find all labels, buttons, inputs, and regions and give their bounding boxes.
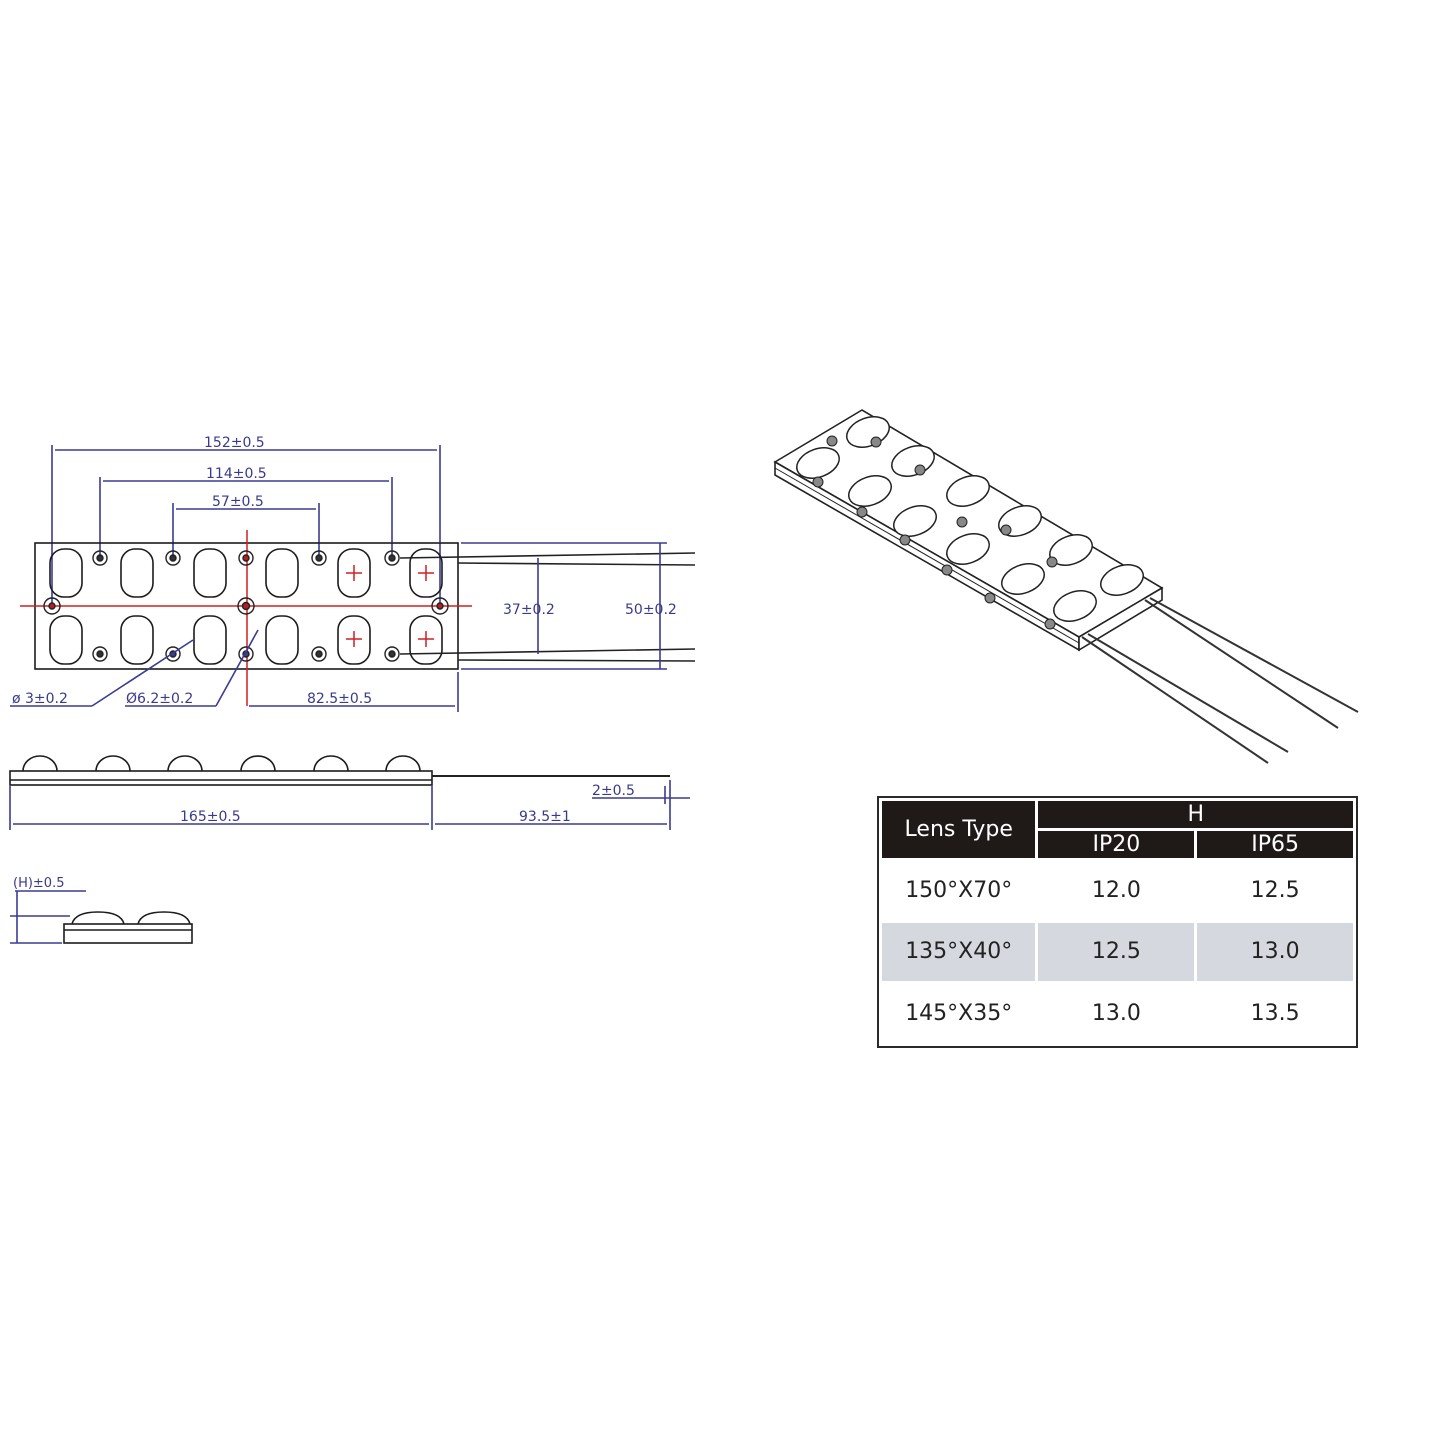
dim-93-5: 93.5±1 <box>519 809 571 825</box>
wires-isometric <box>1081 597 1359 764</box>
header-ip20: IP20 <box>1038 831 1195 858</box>
ip20-cell: 13.0 <box>1091 1001 1141 1027</box>
ip65-cell: 12.5 <box>1250 877 1300 903</box>
ip65-cell: 13.0 <box>1197 922 1353 982</box>
table-row: 150°X70° 12.0 12.5 <box>882 861 1353 920</box>
dim-57: 57±0.5 <box>212 494 264 510</box>
side-view: 165±0.5 93.5±1 2±0.5 <box>9 755 690 830</box>
header-ip65: IP65 <box>1197 831 1353 858</box>
ip20-cell: 12.0 <box>1091 877 1141 903</box>
dim-50: 50±0.2 <box>625 602 677 618</box>
table-row: 145°X35° 13.0 13.5 <box>882 984 1353 1043</box>
wires-top-view <box>399 552 696 662</box>
dim-hole-small: ø 3±0.2 <box>12 691 68 707</box>
header-h: H <box>1038 801 1353 828</box>
dim-152: 152±0.5 <box>204 435 265 451</box>
header-lens-type: Lens Type <box>882 801 1036 858</box>
polarity-marks <box>346 565 434 647</box>
ip65-cell: 13.5 <box>1250 1001 1300 1027</box>
lens-type-cell: 150°X70° <box>905 877 1013 903</box>
table-row: 135°X40° 12.5 13.0 <box>882 922 1353 982</box>
dim-82-5: 82.5±0.5 <box>307 691 372 707</box>
isometric-view <box>773 409 1359 764</box>
ip20-cell: 12.5 <box>1038 922 1195 982</box>
dim-2: 2±0.5 <box>592 783 635 799</box>
dim-height: (H)±0.5 <box>13 876 65 891</box>
lens-height-table: Lens Type H IP20 IP65 150°X70° 12.0 12.5… <box>877 796 1358 1048</box>
lens-row-top <box>49 548 443 598</box>
dim-165: 165±0.5 <box>180 809 241 825</box>
lens-row-bottom <box>49 615 443 665</box>
top-view: 152±0.5 114±0.5 57±0.5 <box>10 435 696 712</box>
lens-type-cell: 135°X40° <box>882 922 1036 982</box>
dim-37: 37±0.2 <box>503 602 555 618</box>
lens-type-cell: 145°X35° <box>905 1001 1013 1027</box>
dim-hole-large: Ø6.2±0.2 <box>126 691 193 707</box>
dim-114: 114±0.5 <box>206 466 267 482</box>
end-view: (H)±0.5 <box>10 876 193 944</box>
